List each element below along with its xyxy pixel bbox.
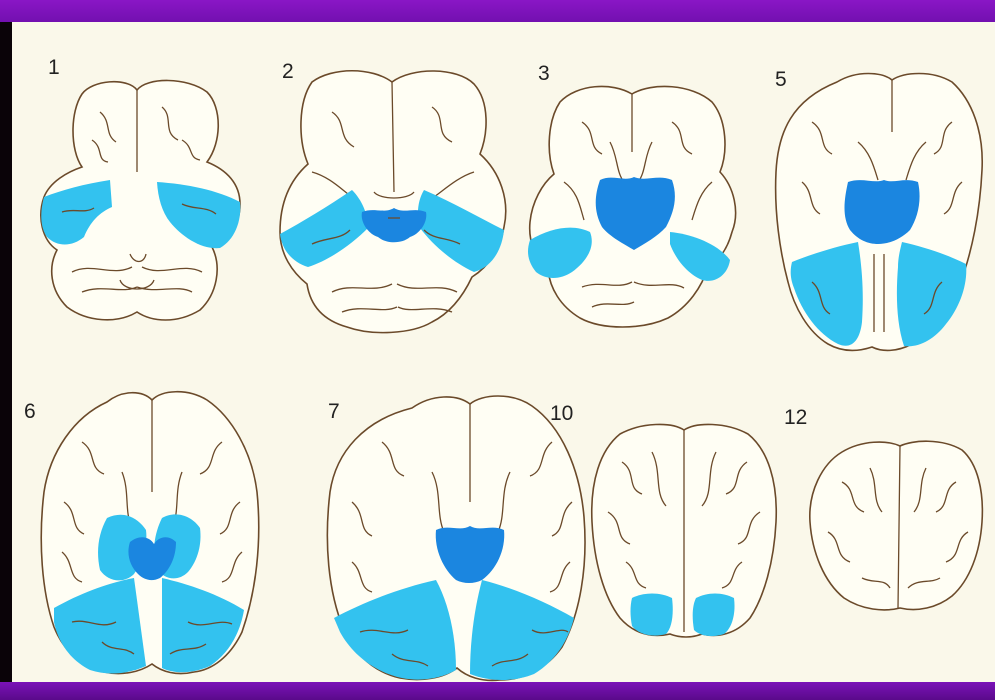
brain-section-1 bbox=[41, 80, 240, 320]
diagram-slide: 1 2 3 5 6 7 10 12 bbox=[12, 22, 995, 682]
brain-section-7 bbox=[327, 396, 585, 680]
brain-section-3 bbox=[528, 86, 736, 327]
brain-sections-svg bbox=[12, 22, 995, 682]
brain-section-5 bbox=[776, 74, 983, 351]
bottom-border bbox=[0, 682, 995, 700]
brain-section-6 bbox=[41, 392, 258, 674]
brain-section-12 bbox=[810, 441, 983, 610]
brain-section-10 bbox=[592, 424, 777, 637]
top-border bbox=[0, 0, 995, 22]
brain-section-2 bbox=[280, 71, 506, 333]
